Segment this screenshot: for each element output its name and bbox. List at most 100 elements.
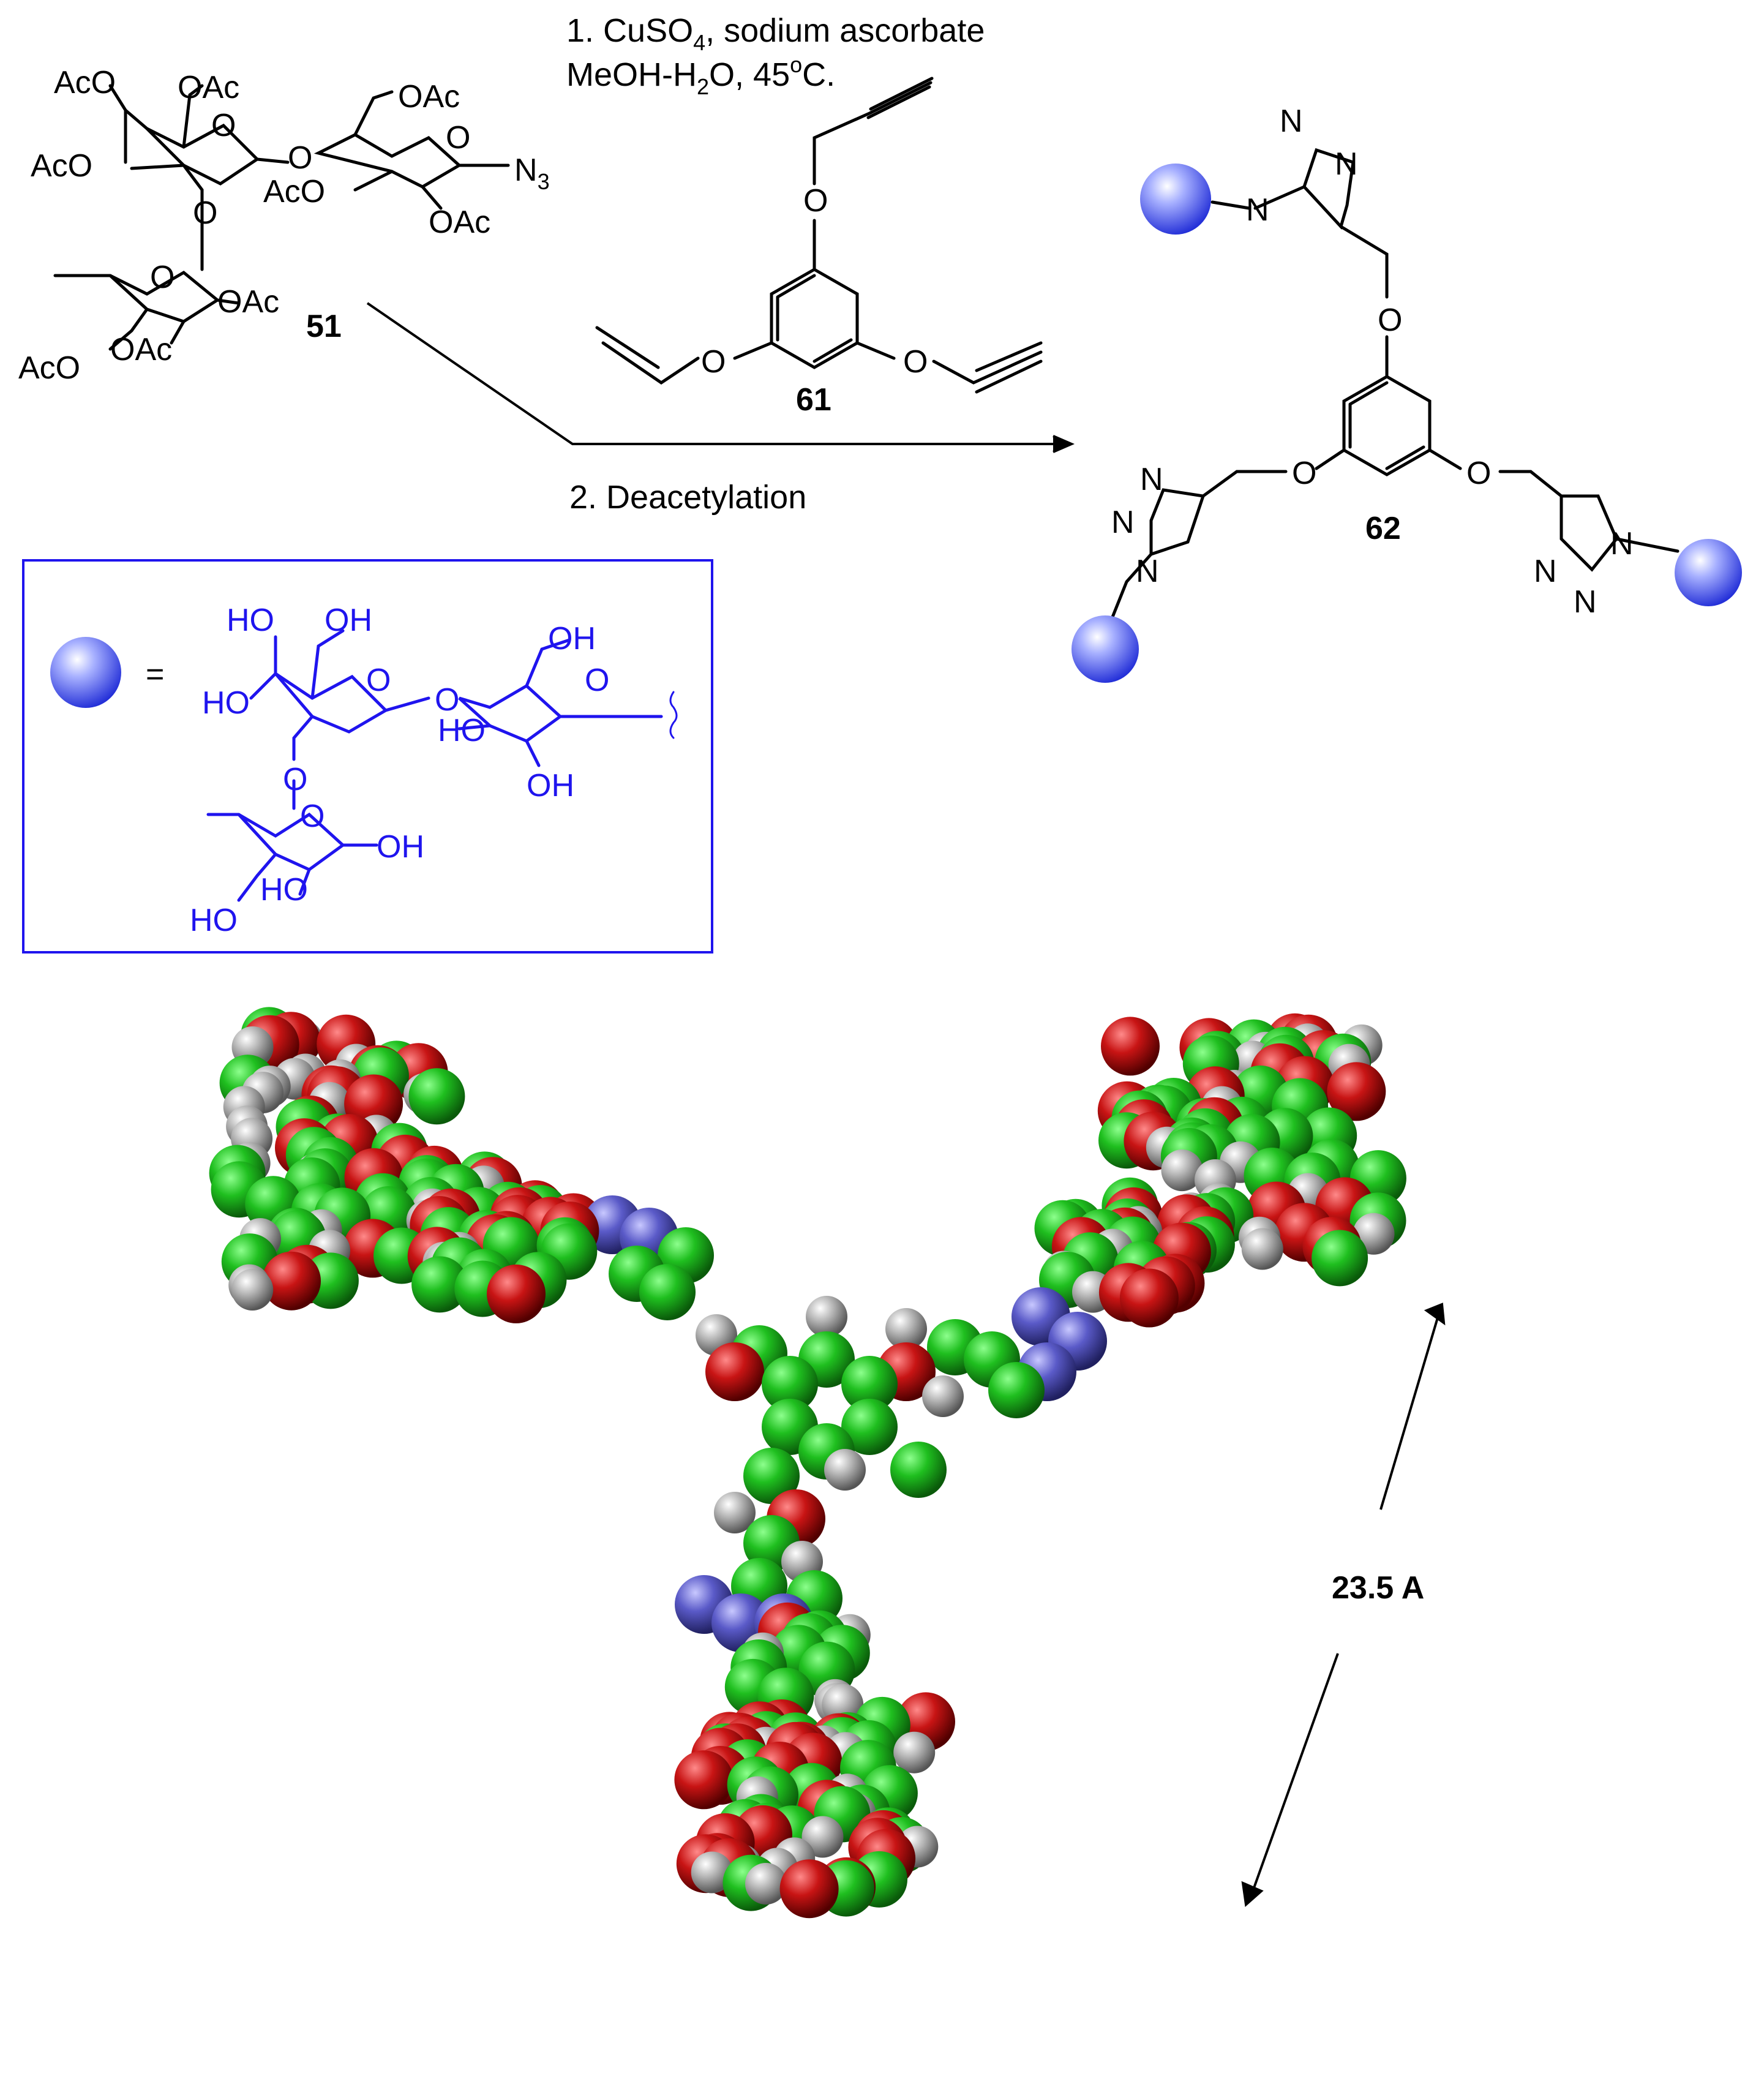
label-62-n-left2: N xyxy=(1111,505,1135,540)
label-62-n-right3: N xyxy=(1610,526,1634,562)
legend-oh-3: OH xyxy=(527,768,574,803)
legend-ho-1: HO xyxy=(227,603,274,638)
n3-subscript: 3 xyxy=(538,169,550,194)
label-aco-4: AcO xyxy=(18,350,80,386)
carbon-atom xyxy=(841,1399,898,1455)
oxygen-atom xyxy=(1327,1062,1386,1121)
hydrogen-atom xyxy=(824,1449,866,1491)
distance-arrow-up xyxy=(1379,1313,1440,1510)
condition-1b: MeOH-H2O, 45oC. xyxy=(566,52,835,99)
label-61-o-top: O xyxy=(803,183,828,219)
label-aco-3: AcO xyxy=(263,174,325,209)
legend-ho-4: HO xyxy=(260,872,308,908)
label-62-n-top3: N xyxy=(1246,192,1269,228)
hydrogen-atom xyxy=(885,1308,927,1350)
compound-61-labels: O O O 61 xyxy=(701,183,928,418)
legend-o-glyco: O xyxy=(435,682,459,718)
hydrogen-atom xyxy=(1241,1228,1283,1270)
hydrogen-atom xyxy=(1161,1149,1203,1192)
hydrogen-atom xyxy=(231,1269,274,1311)
label-62-o-top: O xyxy=(1378,303,1402,338)
distance-arrowhead-up xyxy=(1424,1303,1446,1326)
hydrogen-atom xyxy=(714,1492,756,1533)
hydrogen-atom xyxy=(745,1863,787,1905)
label-ring-o-fuc: O xyxy=(150,260,175,295)
legend-ring-o-1: O xyxy=(366,663,391,698)
h2o-o: O, 45 xyxy=(709,56,790,93)
h2o-subscript: 2 xyxy=(697,74,709,99)
label-aco-2: AcO xyxy=(31,148,92,184)
legend-ring-o-2: O xyxy=(585,663,609,698)
label-oac-3: OAc xyxy=(429,205,490,240)
degree-sup: o xyxy=(790,52,802,77)
distance-arrows xyxy=(1241,1303,1446,1907)
legend-oh-2: OH xyxy=(548,621,596,656)
compound-61-structure xyxy=(595,77,1043,394)
reaction-arrow xyxy=(366,302,1075,453)
legend-ring-o-3: O xyxy=(300,799,325,834)
label-62-n-left1: N xyxy=(1140,462,1163,497)
compound-51-labels: AcO OAc AcO O O O OAc O AcO OAc N3 O OAc… xyxy=(18,65,550,386)
carbon-atom xyxy=(988,1362,1045,1418)
label-62-n-right2: N xyxy=(1574,584,1597,620)
label-62-o-left: O xyxy=(1292,456,1316,491)
oxygen-atom xyxy=(1119,1268,1179,1328)
label-oac-2: OAc xyxy=(398,79,460,115)
legend-box xyxy=(22,559,713,953)
carbon-atom xyxy=(890,1442,947,1498)
carbon-atom xyxy=(743,1448,800,1504)
sugar-bead-right xyxy=(1675,539,1742,606)
label-62-n-top2: N xyxy=(1335,146,1358,182)
legend-equals: = xyxy=(146,656,164,692)
carbon-atom xyxy=(411,1256,468,1313)
oxygen-atom xyxy=(1101,1017,1160,1076)
sugar-bead-top xyxy=(1140,164,1211,235)
distance-arrowhead-down xyxy=(1241,1881,1264,1907)
oxygen-atom xyxy=(779,1859,839,1919)
space-filling-model xyxy=(209,1007,1406,1919)
hydrogen-atom xyxy=(922,1375,964,1417)
label-n3: N3 xyxy=(514,152,550,194)
distance-label: 23.5 A xyxy=(1332,1570,1424,1606)
oxygen-atom xyxy=(705,1342,764,1401)
label-o-link: O xyxy=(193,195,217,231)
hydrogen-atom xyxy=(801,1816,844,1858)
condition-1: 1. CuSO4, sodium ascorbate xyxy=(566,12,985,55)
legend-bead xyxy=(50,637,121,708)
label-62-o-right: O xyxy=(1466,456,1491,491)
label-oac-1: OAc xyxy=(178,70,239,105)
hydrogen-atom xyxy=(806,1296,847,1337)
carbon-atom xyxy=(408,1068,465,1125)
legend-labels: HO OH HO O O OH O HO OH O O OH HO HO xyxy=(190,603,609,938)
oxygen-atom xyxy=(674,1750,734,1810)
label-61-o-left: O xyxy=(701,344,726,380)
label-o-glyco: O xyxy=(288,140,312,176)
carbon-atom xyxy=(1312,1230,1368,1287)
condition-1-rest: , sodium ascorbate xyxy=(705,12,985,49)
hydrogen-atom xyxy=(691,1851,733,1894)
label-ring-o-gal: O xyxy=(211,108,236,143)
compound-62-labels: N N N O O O N N N N N N 62 xyxy=(1111,103,1634,620)
legend-ho-5: HO xyxy=(190,903,238,938)
compound-51-structure xyxy=(53,84,510,351)
label-61-o-right: O xyxy=(903,344,928,380)
label-oac-5: OAc xyxy=(110,332,172,367)
legend-o-link: O xyxy=(283,762,307,797)
n3-base: N xyxy=(514,152,538,188)
celsius: C. xyxy=(802,56,835,93)
hydrogen-atom xyxy=(893,1731,936,1773)
compound-62-number: 62 xyxy=(1365,511,1401,546)
compound-51-number: 51 xyxy=(306,309,342,344)
compound-61-number: 61 xyxy=(796,382,831,418)
carbon-atom xyxy=(841,1356,898,1412)
oxygen-atom xyxy=(262,1251,321,1311)
legend-ho-3: HO xyxy=(438,713,486,748)
carbon-atom xyxy=(639,1264,696,1320)
label-62-n-right1: N xyxy=(1534,554,1557,589)
cuso4-subscript: 4 xyxy=(693,30,705,55)
label-62-n-top1: N xyxy=(1280,103,1303,139)
label-ring-o-glc: O xyxy=(446,120,470,156)
legend-oh-1: OH xyxy=(325,603,372,638)
